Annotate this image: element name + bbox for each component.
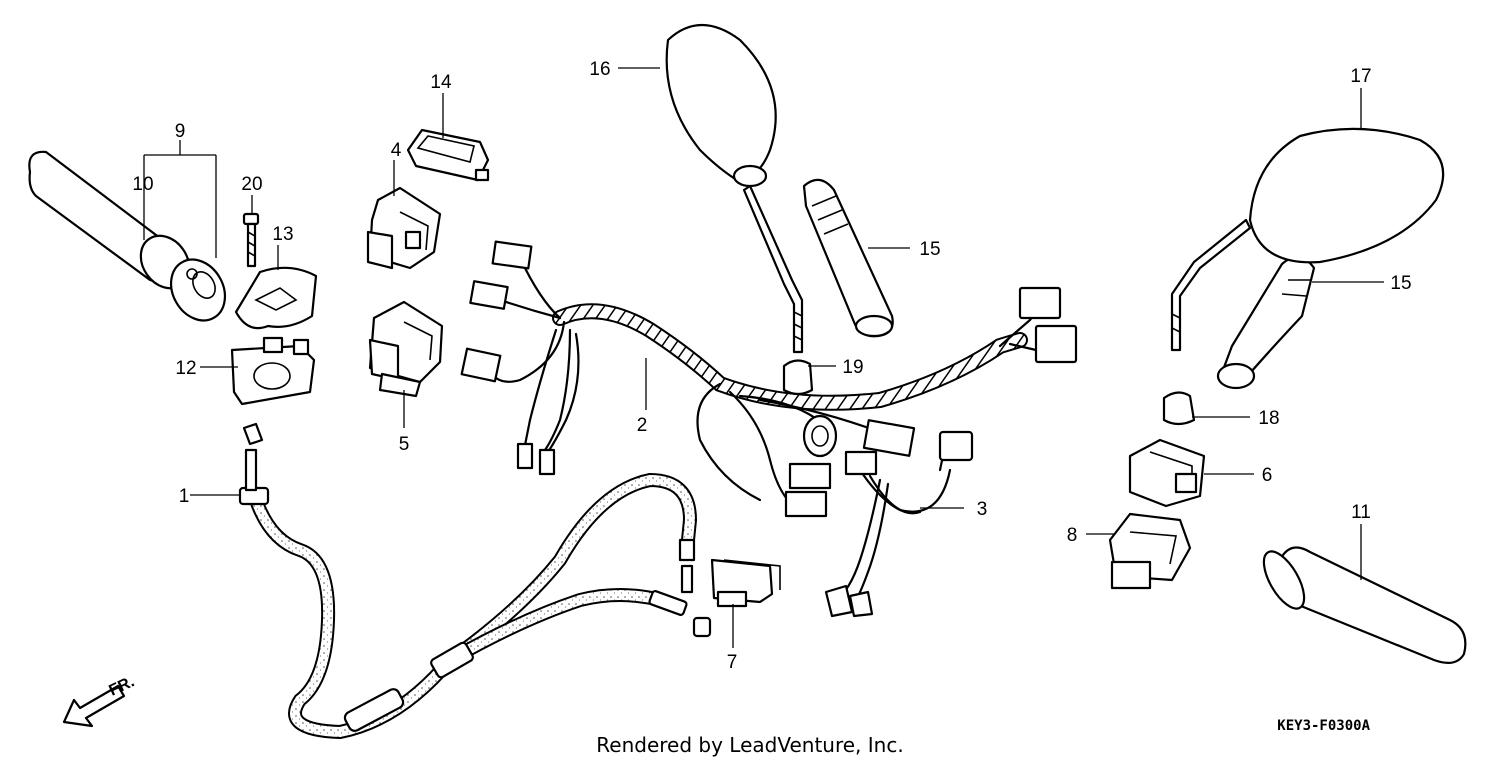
callout-17: 17 (1350, 66, 1371, 87)
mirror-boot-right (1216, 255, 1316, 390)
mirror-nut-right (1162, 391, 1196, 426)
callout-10: 10 (132, 174, 153, 195)
callout-3: 3 (977, 499, 988, 520)
callout-20: 20 (241, 174, 262, 195)
callout-13: 13 (272, 224, 293, 245)
throttle-housing-lower (230, 336, 316, 406)
callout-1: 1 (179, 486, 190, 507)
leader-lines (143, 67, 1384, 648)
mirror-right (1170, 127, 1445, 352)
callout-19: 19 (842, 357, 863, 378)
mirror-nut-left (782, 359, 814, 396)
screw (242, 212, 260, 268)
callout-12: 12 (175, 358, 196, 379)
grip-right (1262, 546, 1467, 665)
callout-labels: 9 10 20 13 12 14 4 5 1 2 3 7 16 15 15 17… (132, 59, 1411, 673)
front-direction-arrow: FR. (62, 673, 138, 728)
callout-15-right: 15 (1390, 273, 1411, 294)
mirror-left (665, 23, 804, 354)
throttle-grip (28, 150, 227, 322)
figure-code: KEY3-F0300A (1277, 718, 1370, 734)
callout-15-left: 15 (919, 239, 940, 260)
direction-label: FR. (107, 673, 138, 699)
callout-7: 7 (727, 652, 738, 673)
callout-14: 14 (430, 72, 452, 93)
callout-16: 16 (589, 59, 610, 80)
switch-housing (1108, 512, 1192, 590)
mirror-boot-left (802, 178, 894, 338)
callout-18: 18 (1258, 408, 1279, 429)
throttle-housing-upper (234, 266, 318, 330)
callout-5: 5 (399, 434, 410, 455)
callout-4: 4 (391, 140, 402, 161)
wiring-harness (460, 240, 1078, 518)
switch-cover (406, 128, 490, 182)
callout-11: 11 (1351, 502, 1371, 523)
connector (710, 558, 781, 608)
callout-2: 2 (637, 415, 648, 436)
switch-right (1128, 438, 1206, 508)
throttle-cable (238, 422, 712, 740)
callout-6: 6 (1262, 465, 1273, 486)
credit-line: Rendered by LeadVenture, Inc. (596, 733, 903, 757)
sub-harness (824, 430, 974, 618)
switch-upper (366, 186, 442, 270)
switch-lower (368, 300, 444, 398)
callout-8: 8 (1067, 525, 1078, 546)
callout-9: 9 (175, 121, 186, 142)
